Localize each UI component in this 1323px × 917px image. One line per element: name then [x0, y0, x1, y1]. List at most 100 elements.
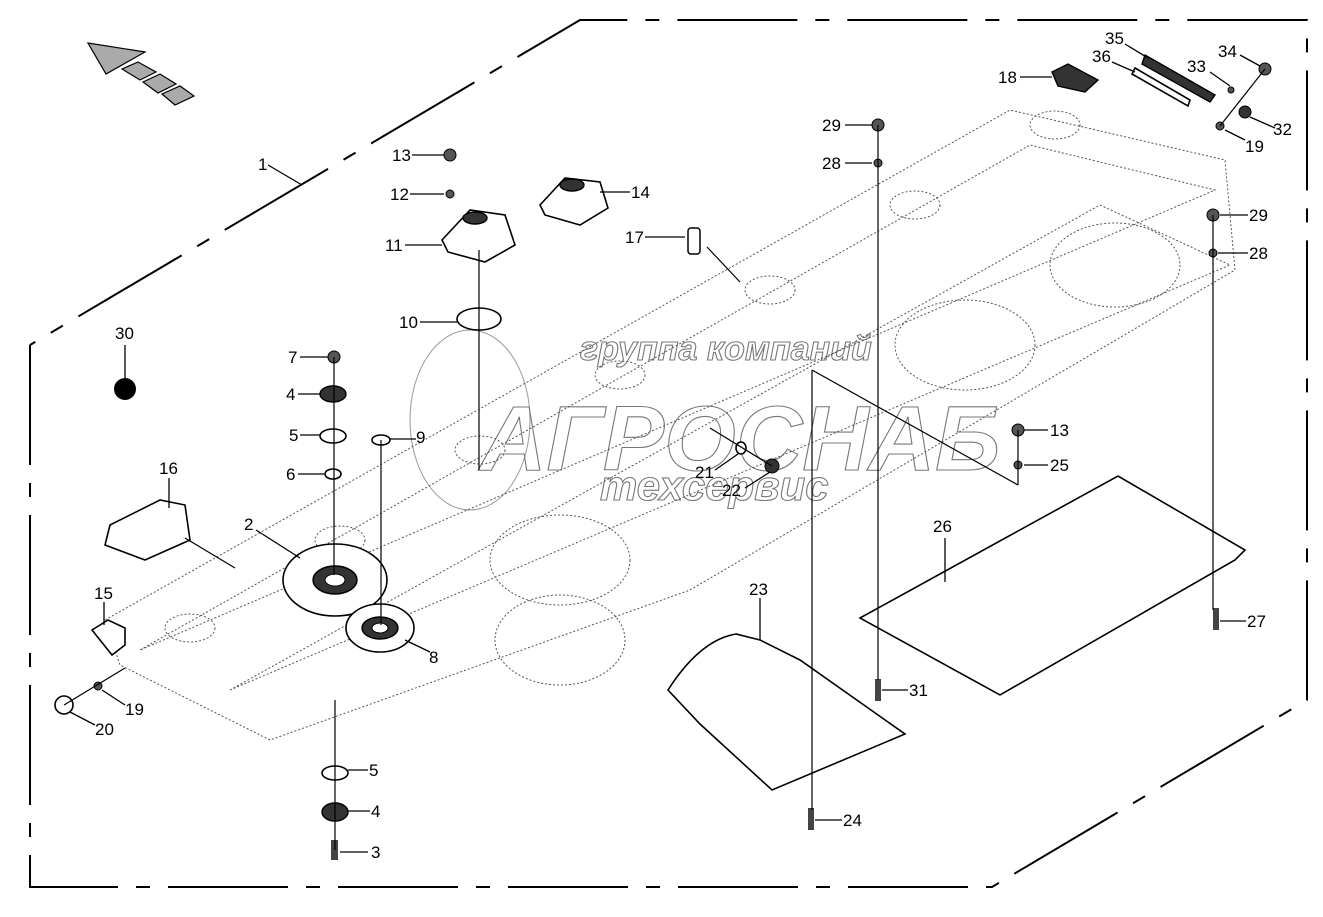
- callout-10: 10: [399, 313, 457, 332]
- callout-number: 27: [1247, 612, 1266, 631]
- callout-18: 18: [998, 68, 1052, 87]
- callout-3: 3: [340, 843, 380, 862]
- callout-number: 19: [125, 700, 144, 719]
- callout-33: 33: [1187, 57, 1231, 87]
- gear-large: [282, 543, 388, 617]
- callout-number: 6: [286, 465, 295, 484]
- leader-line: [404, 639, 431, 653]
- callout-17: 17: [625, 228, 685, 247]
- callout-number: 23: [749, 580, 768, 599]
- callout-number: 33: [1187, 57, 1206, 76]
- leader-line: [101, 689, 126, 706]
- bracket-16: [104, 499, 191, 561]
- leader-line: [255, 529, 301, 559]
- leader-line: [1124, 43, 1149, 59]
- screw-31: [875, 679, 881, 701]
- gear-small: [345, 603, 415, 653]
- callout-number: 25: [1050, 456, 1069, 475]
- callout-number: 35: [1105, 29, 1124, 48]
- leader-line: [1111, 61, 1136, 73]
- callout-27: 27: [1220, 612, 1266, 631]
- rotor-hub-14: [539, 177, 609, 226]
- callout-4-top: 4: [286, 385, 320, 404]
- callout-5-bottom: 5: [348, 761, 378, 780]
- callout-number: 22: [722, 481, 741, 500]
- callout-number: 19: [1245, 137, 1264, 156]
- screw-27: [1213, 608, 1219, 630]
- callout-26: 26: [933, 517, 952, 582]
- callout-24: 24: [815, 811, 862, 830]
- leader-line: [1249, 116, 1276, 129]
- callout-number: 10: [399, 313, 418, 332]
- callout-number: 20: [95, 720, 114, 739]
- callout-30: 30: [115, 324, 134, 378]
- callout-36: 36: [1092, 47, 1136, 73]
- strip-36: [1130, 66, 1191, 108]
- leader-line: [267, 164, 303, 186]
- bracket-18: [1051, 63, 1100, 93]
- callout-2: 2: [244, 515, 301, 559]
- callout-number: 28: [1249, 244, 1268, 263]
- leader-line: [714, 453, 739, 471]
- callout-number: 13: [392, 146, 411, 165]
- rotor-hub-11: [441, 209, 516, 263]
- callout-12: 12: [390, 185, 444, 204]
- cover-plate-23: [666, 633, 907, 791]
- plug-32: [1238, 105, 1252, 119]
- leader-line: [1209, 71, 1231, 87]
- callout-16: 16: [159, 459, 178, 508]
- strip-35: [1141, 53, 1217, 103]
- washer-33: [1227, 86, 1235, 94]
- callout-number: 21: [695, 463, 714, 482]
- callout-number: 7: [288, 348, 297, 367]
- callout-number: 3: [371, 843, 380, 862]
- callout-34: 34: [1218, 42, 1261, 67]
- callout-number: 5: [369, 761, 378, 780]
- assembly-axes: [63, 68, 1266, 850]
- bracket-15: [90, 619, 126, 657]
- callout-25: 25: [1024, 456, 1069, 475]
- callout-5-top: 5: [289, 426, 320, 445]
- callout-19-top: 19: [1224, 129, 1264, 156]
- callouts: 1 2 3 4 4 5 5 6 7 8 9 10 11 12 13 13 14 …: [69, 29, 1292, 862]
- callout-35: 35: [1105, 29, 1149, 59]
- callout-22: 22: [722, 471, 771, 500]
- callout-number: 31: [909, 681, 928, 700]
- callout-number: 15: [94, 584, 113, 603]
- callout-14: 14: [600, 183, 650, 202]
- washer-19-bottom: [93, 681, 103, 691]
- callout-1: 1: [258, 155, 303, 186]
- callout-20: 20: [69, 711, 114, 739]
- callout-4-bottom: 4: [348, 802, 380, 821]
- callout-number: 29: [822, 116, 841, 135]
- watermark: группа компаний АГРОСНАБ техсервис: [409, 329, 1001, 511]
- callout-number: 11: [385, 236, 403, 255]
- callout-15: 15: [94, 584, 113, 625]
- callout-9: 9: [390, 428, 425, 447]
- callout-23: 23: [749, 580, 768, 640]
- leader-line: [744, 471, 771, 489]
- callout-32: 32: [1249, 116, 1292, 139]
- ring-5-top: [319, 428, 347, 444]
- callout-number: 13: [1050, 421, 1069, 440]
- callout-number: 16: [159, 459, 178, 478]
- washer-21: [735, 441, 747, 455]
- cover-plate-26: [858, 475, 1247, 696]
- callout-number: 4: [371, 802, 380, 821]
- ring-6: [324, 468, 342, 480]
- callout-number: 30: [115, 324, 134, 343]
- callout-number: 32: [1273, 120, 1292, 139]
- callout-number: 28: [822, 154, 841, 173]
- callout-number: 2: [244, 515, 253, 534]
- callout-28-bottom: 28: [1218, 244, 1268, 263]
- leader-line: [1224, 129, 1246, 141]
- callout-number: 14: [631, 183, 650, 202]
- callout-11: 11: [385, 236, 442, 255]
- callout-29-top: 29: [822, 116, 872, 135]
- nut-13-top: [443, 148, 457, 162]
- callout-6: 6: [286, 465, 324, 484]
- plug-30: [114, 378, 136, 400]
- stud-17: [687, 227, 701, 255]
- callout-13-top: 13: [392, 146, 444, 165]
